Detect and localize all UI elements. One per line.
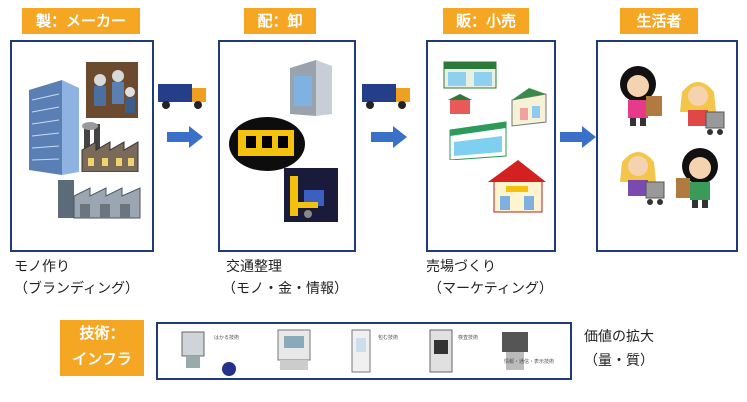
factory-icon	[81, 122, 139, 172]
packing-machine-icon	[351, 329, 371, 373]
department-store-icon	[488, 160, 546, 213]
wholesale-building-icon	[290, 60, 332, 116]
machine-label-info: 情報・通信・表示技術	[504, 359, 555, 365]
machine-label-packing: 包む技術	[378, 335, 399, 341]
stage-header-wholesale: 配：卸	[244, 8, 316, 34]
arrow-icon-3	[560, 126, 596, 148]
stage-header-consumer: 生活者	[620, 8, 698, 34]
stage-header-maker: 製：メーカー	[22, 8, 140, 34]
truck-icon-2	[362, 84, 410, 109]
stage-header-retail: 販：小売	[443, 8, 529, 34]
wholesale-warehouse-icon	[229, 117, 305, 171]
retail-caption-sub: （マーケティング）	[428, 281, 553, 297]
truck-icon-1	[158, 84, 206, 109]
infra-label-line2: インフラ	[72, 350, 132, 368]
supermarket-icon	[449, 121, 507, 160]
weighing-machine-icon	[181, 331, 205, 368]
info-terminal-icon	[502, 332, 528, 370]
warehouse-icon	[58, 180, 141, 219]
machine-label-weighing: はかる技術	[214, 335, 240, 341]
infra-label: 技術： インフラ	[60, 320, 144, 376]
maker-caption-main: モノ作り	[14, 259, 70, 275]
shop-building-icon	[511, 88, 547, 127]
workers-photo-icon	[86, 62, 138, 118]
convenience-store-icon	[443, 61, 497, 89]
retail-caption-main: 売場づくり	[426, 259, 496, 275]
labeling-machine-icon	[277, 329, 311, 370]
arrow-icon-2	[371, 126, 407, 148]
shopper-icon-4	[676, 148, 718, 208]
shopper-icon-1	[620, 66, 662, 126]
shopper-icon-3	[620, 152, 665, 205]
forklift-photo-icon	[284, 168, 338, 222]
office-building-icon	[29, 80, 79, 175]
infra-box: はかる技術 包む技術 検査技術 情報・通信・表示技術	[156, 322, 572, 380]
value-result-main: 価値の拡大	[584, 329, 654, 345]
inspection-machine-icon	[429, 329, 453, 373]
maker-caption-sub: （ブランディング）	[14, 281, 140, 297]
machine-label-inspection: 検査技術	[458, 335, 479, 341]
consumer-box	[596, 40, 738, 252]
value-result-sub: （量・質）	[584, 353, 654, 369]
arrow-icon-1	[167, 126, 203, 148]
infra-label-line1: 技術：	[79, 324, 125, 342]
shopper-icon-2	[680, 82, 725, 135]
small-shop-icon	[448, 94, 472, 114]
info-badge-icon	[222, 362, 236, 376]
wholesale-caption-sub: （モノ・金・情報）	[222, 281, 348, 297]
wholesale-caption-main: 交通整理	[226, 259, 282, 275]
